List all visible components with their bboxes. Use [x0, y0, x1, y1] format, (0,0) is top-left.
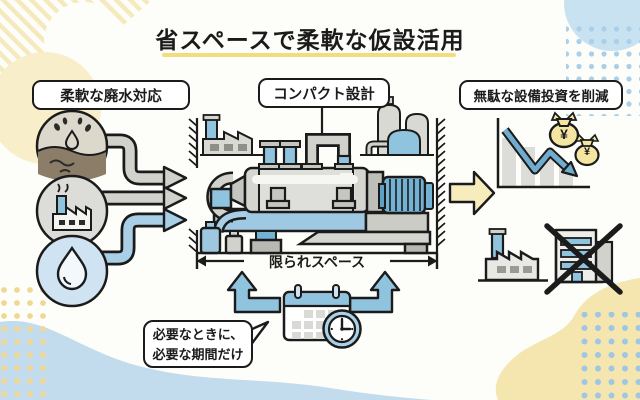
up-elbow-arrow-left — [226, 270, 282, 314]
declining-chart-icon — [496, 118, 590, 189]
limited-space-label: 限られスペース — [268, 254, 366, 270]
crossed-building-icon — [544, 223, 623, 295]
small-factory-icon — [478, 228, 548, 282]
blue-wave-blob — [0, 321, 432, 400]
gray-pipe-arrowhead — [162, 165, 188, 191]
clock-icon — [322, 309, 362, 349]
muddy-water-icon — [35, 109, 109, 183]
machine-foot — [403, 242, 429, 255]
feed-inlet-block — [209, 187, 233, 210]
callout-reduce-investment: 無駄な設備投資を削減 — [459, 80, 623, 110]
yen-symbol-small: ¥ — [583, 146, 591, 158]
schedule-note-line2: 必要な期間だけ — [152, 346, 244, 362]
right-wall-hatch — [436, 118, 446, 247]
factory-icon — [35, 174, 109, 248]
money-bag-icon — [574, 133, 600, 167]
title-underline — [162, 53, 456, 57]
blue-pipe-arrowhead — [162, 207, 188, 233]
callout-compact-design: コンパクト設計 — [258, 78, 390, 108]
blue-dot-grid-bottom-right — [574, 312, 640, 400]
yen-symbol-large: ¥ — [560, 126, 568, 142]
callout-wastewater: 柔軟な廃水対応 — [32, 80, 190, 110]
money-bag-icon — [548, 111, 580, 149]
canister — [199, 226, 222, 255]
schedule-note-line1: 必要なときに、 — [152, 327, 244, 342]
smoke-icon — [57, 183, 69, 193]
yellow-arrow-icon — [448, 170, 496, 216]
background-tanks — [360, 96, 434, 156]
yellow-dot-grid-bottom-left — [0, 282, 52, 400]
limited-space-enclosure — [188, 108, 446, 255]
water-drop-icon — [35, 234, 109, 308]
background-factory-silhouette — [200, 114, 264, 156]
up-elbow-arrow-right — [348, 270, 401, 314]
machine-foot — [249, 238, 283, 255]
space-dimension-arrow — [195, 253, 439, 269]
schedule-note-bubble: 必要なときに、 必要な期間だけ — [143, 320, 253, 368]
schedule-group — [226, 270, 401, 349]
centrifuge-machine-icon — [199, 133, 434, 255]
page-title: 省スペースで柔軟な仮設活用 — [155, 27, 465, 53]
inlet-pipes — [102, 133, 188, 266]
left-wall-hatch — [188, 118, 198, 253]
result-group — [448, 111, 623, 295]
canister — [224, 234, 244, 255]
x-cross-icon — [544, 223, 623, 295]
